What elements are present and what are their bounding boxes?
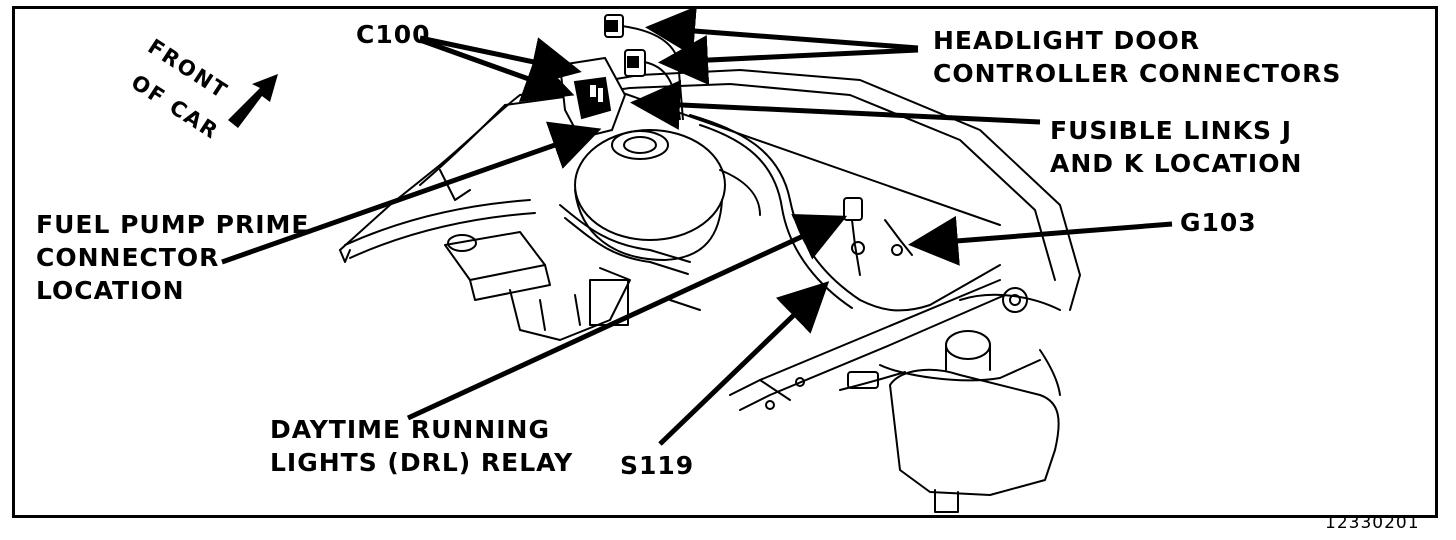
figure-number: 12330201 <box>1325 513 1420 533</box>
g103-label: G103 <box>1180 208 1257 237</box>
c100-label: C100 <box>356 20 431 49</box>
drl-relay-label: DAYTIME RUNNING LIGHTS (DRL) RELAY <box>270 415 574 477</box>
leader-fusible-links <box>630 79 1041 130</box>
fusible-links-label: FUSIBLE LINKS J AND K LOCATION <box>1050 116 1303 178</box>
leader-drl-relay <box>406 214 848 421</box>
headlight-door-label: HEADLIGHT DOOR CONTROLLER CONNECTORS <box>933 26 1342 88</box>
leader-c100-lower <box>419 37 575 103</box>
fuel-pump-prime-label: FUEL PUMP PRIME CONNECTOR LOCATION <box>36 210 310 305</box>
front-of-car-arrow <box>228 74 278 128</box>
leader-headlight-upper <box>645 6 919 56</box>
s119-label: S119 <box>620 451 695 480</box>
leader-s119 <box>658 281 830 446</box>
engine-line-art <box>339 69 1081 513</box>
leader-fuel-pump <box>221 121 602 265</box>
leader-headlight-lower <box>658 35 919 86</box>
diagram-border <box>12 6 1438 518</box>
leader-g103 <box>908 215 1173 266</box>
